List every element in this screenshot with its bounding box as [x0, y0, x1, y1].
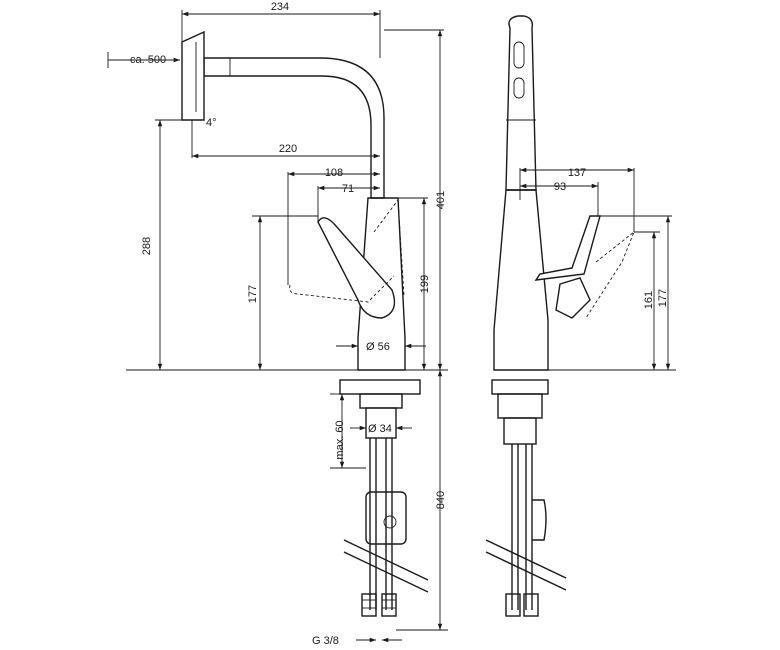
dim-lever-reach-closed: 93	[554, 181, 566, 193]
dim-lever-offset-closed: 71	[342, 183, 354, 195]
dim-hole-diameter: Ø 34	[368, 423, 392, 435]
dim-connection-thread: G 3/8	[312, 635, 339, 647]
front-lever	[534, 215, 601, 281]
dim-height-to-spout: 401	[435, 191, 447, 209]
shank	[359, 393, 403, 409]
dim-max-counter-thickness: max. 60	[334, 420, 346, 459]
mounting-flange	[339, 379, 421, 395]
spout	[203, 57, 385, 199]
front-spout	[505, 15, 537, 191]
side-view: 234 ca. 500 4° 220 108 71 401 288 199 17…	[107, 1, 448, 647]
lever	[317, 217, 396, 319]
dim-hose-length: 840	[435, 491, 447, 509]
spray-head	[181, 30, 205, 121]
dim-spray-angle: 4°	[206, 117, 217, 129]
lever-open-outline	[289, 275, 395, 303]
supply-hoses	[361, 438, 407, 617]
dim-lever-offset: 108	[325, 167, 343, 179]
dim-lever-height-front: 161	[643, 291, 655, 309]
dim-lever-height-closed: 177	[247, 285, 259, 303]
dim-lever-height-front-open: 177	[657, 289, 669, 307]
front-view: 137 93 161 177	[485, 15, 676, 617]
dim-lever-height: 199	[419, 275, 431, 293]
dim-body-diameter: Ø 56	[366, 341, 390, 353]
dim-spout-reach: 220	[279, 143, 297, 155]
dim-overall-reach: 234	[271, 1, 289, 13]
dim-lever-reach-open: 137	[568, 167, 586, 179]
dim-hose-extension: ca. 500	[130, 54, 166, 66]
dim-spout-outlet-height: 288	[141, 237, 153, 255]
